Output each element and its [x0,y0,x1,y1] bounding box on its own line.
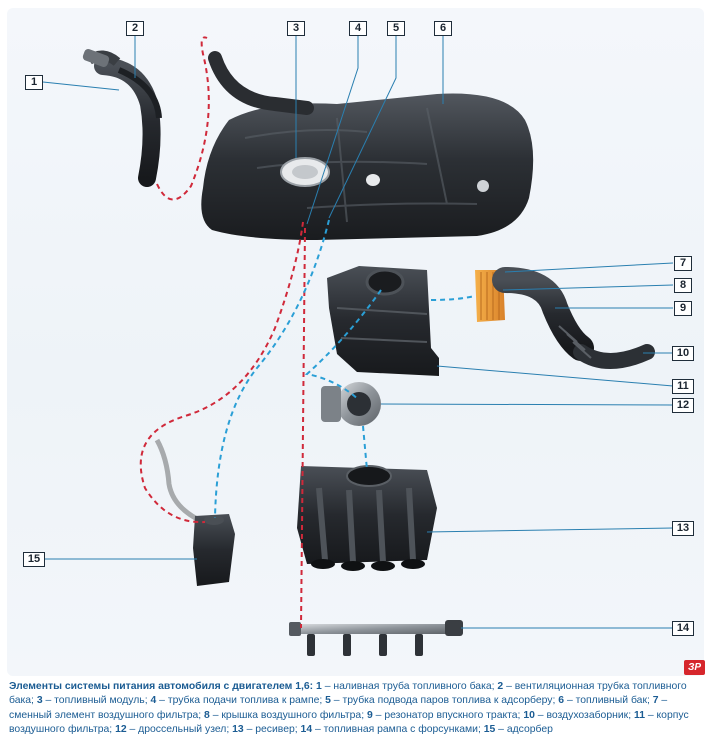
tank-ribs [244,107,478,223]
caption-item-text: – корпус воздушного фильтра; [9,709,689,735]
caption-item-number: 1 [316,681,322,692]
caption-item-text: – наливная труба топливного бака; [321,681,495,692]
caption-item-text: – ресивер; [243,723,298,735]
leader-lines [42,36,674,629]
fuel-rail [293,624,455,634]
caption-item-number: 14 [300,723,313,735]
callout-8: 8 [674,278,692,293]
caption-item-text: – резонатор впускного тракта; [372,709,521,721]
caption-item-number: 11 [633,709,645,721]
fuel-feed-line [300,227,306,629]
vapor-line [214,219,330,519]
caption-item-number: 2 [497,681,504,692]
callout-1: 1 [25,75,43,90]
diagram-canvas [42,36,674,656]
caption-item-text: – вентиляционная трубка топливного бака; [9,681,687,707]
tank-valve [366,174,380,186]
figure-caption: Элементы системы питания автомобиля с дв… [9,680,702,737]
filler-hose [208,51,314,115]
caption-title: Элементы системы питания автомобиля с дв… [9,681,314,692]
callout-5: 5 [387,21,405,36]
adsorber-hose [154,438,205,525]
resonator [492,267,594,361]
caption-item-text: – адсорбер [495,723,553,735]
fuel-supply-line [139,221,304,524]
callout-12: 12 [672,398,694,413]
caption-item-number: 15 [483,723,496,735]
caption-item-number: 4 [150,695,157,707]
caption-item-number: 12 [115,723,127,735]
callout-6: 6 [434,21,452,36]
caption-item-text: – трубка подвода паров топлива к адсорбе… [330,695,556,707]
air-intake [573,344,655,369]
caption-item-number: 9 [366,709,373,721]
adsorber [193,514,235,586]
caption-item-number: 7 [652,695,659,707]
caption-item-text: – топливная рампа с форсунками; [312,723,481,735]
diagram-figure: 1 2 3 4 5 6 7 8 9 10 11 12 13 14 15 [7,8,704,676]
tank-plug [477,180,489,192]
callout-4: 4 [349,21,367,36]
publisher-badge: ЗР [684,660,705,675]
air-filter-housing [327,266,439,376]
caption-item-number: 3 [36,695,43,707]
injectors [307,634,423,656]
caption-item-text: – сменный элемент воздушного фильтра; [9,695,668,721]
callout-7: 7 [674,256,692,271]
callout-9: 9 [674,301,692,316]
intake-manifold [297,466,437,564]
caption-item-number: 10 [523,709,535,721]
callout-11: 11 [672,379,694,394]
callout-3: 3 [287,21,305,36]
caption-item-text: – трубка подачи топлива к рампе; [156,695,323,707]
vent-tube [117,67,162,119]
caption-item-text: – крышка воздушного фильтра; [209,709,365,721]
callout-10: 10 [672,346,694,361]
air-duct-line-2 [304,289,382,401]
filler-vent-loop [156,36,210,201]
caption-item-text: – дроссельный узел; [126,723,230,735]
caption-items: 1 – наливная труба топливного бака; 2 – … [9,681,689,735]
fuel-tank [201,93,534,240]
air-duct-line [430,295,476,301]
caption-item-number: 8 [204,709,210,721]
callout-13: 13 [672,521,694,536]
throttle-to-manifold [362,425,368,471]
callout-14: 14 [672,621,694,636]
caption-item-text: – топливный модуль; [42,695,148,707]
callout-2: 2 [126,21,144,36]
caption-item-number: 6 [558,695,565,707]
callout-15: 15 [23,552,45,567]
caption-item-text: – воздухозаборник; [534,709,632,721]
caption-item-number: 13 [232,723,244,735]
caption-item-text: – топливный бак; [564,695,650,707]
caption-item-number: 5 [325,695,331,707]
